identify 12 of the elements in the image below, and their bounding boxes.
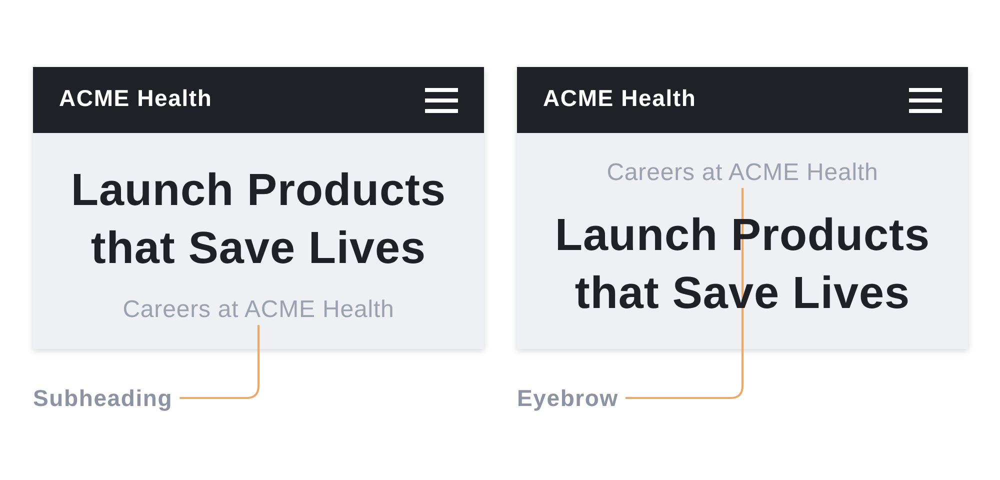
leader-line [180, 325, 260, 399]
subheading: Careers at ACME Health [122, 295, 394, 325]
annotation-label: Subheading [33, 383, 180, 413]
site-name: ACME Health [59, 84, 212, 113]
hero-panel [33, 133, 484, 349]
site-name: ACME Health [543, 84, 696, 113]
hero-heading: Launch Products that Save Lives [70, 164, 446, 273]
annotation-label: Eyebrow [517, 383, 626, 413]
nav-bar [33, 67, 484, 133]
hero-panel [517, 133, 968, 349]
eyebrow-text: Careers at ACME Health [606, 158, 878, 188]
nav-bar [517, 67, 968, 133]
